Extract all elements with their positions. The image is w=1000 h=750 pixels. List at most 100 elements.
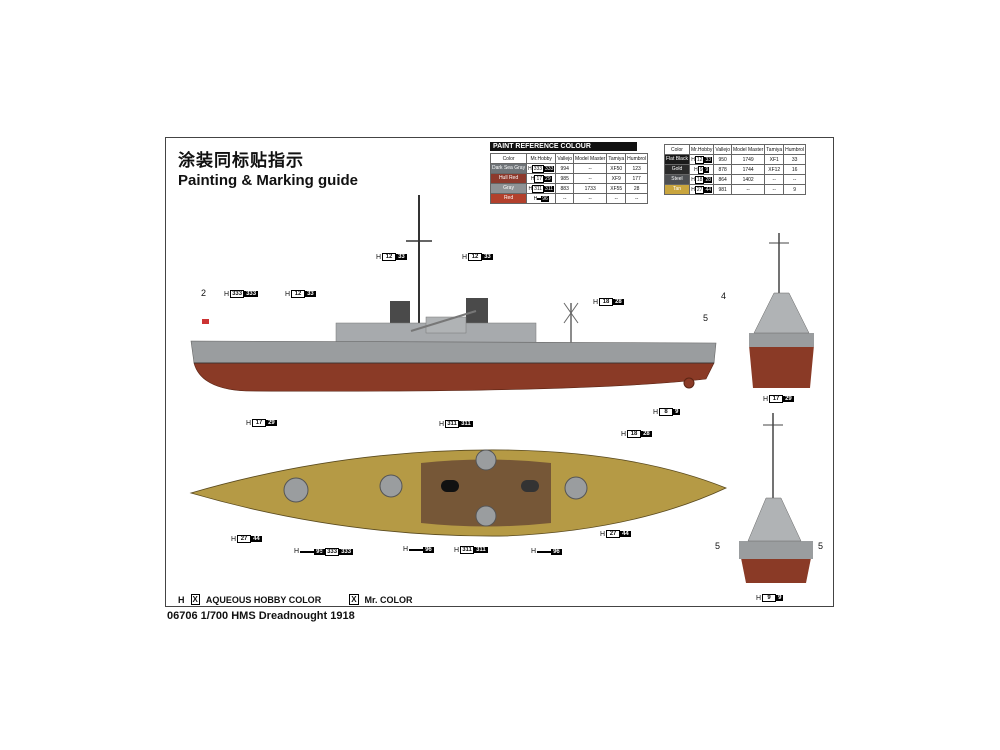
top-view-drawing — [189, 449, 728, 537]
paint-col-header: Humbrol — [783, 144, 807, 155]
paint-col-header: Mr.Hobby — [688, 144, 715, 155]
paint-col-header: Model Master — [573, 153, 608, 164]
paint-table-header: PAINT REFERENCE COLOUR — [490, 142, 637, 151]
paint-col-header: Tamiya — [764, 144, 785, 155]
paint-col-header: Color — [664, 144, 690, 155]
paint-cell-humbrol: 123 — [625, 163, 649, 174]
paint-cell-mm: 1733 — [573, 183, 608, 194]
paint-cell-humbrol: -- — [783, 174, 807, 185]
paint-cell-vallejo: 985 — [555, 173, 575, 184]
aqueous-code: H — [178, 594, 185, 605]
paint-cell-vallejo: 864 — [713, 174, 732, 185]
paint-cell-tamiya: XF1 — [764, 154, 785, 165]
paint-cell-tamiya: -- — [764, 184, 785, 195]
paint-col-header: Mr.Hobby — [526, 153, 557, 164]
paint-cell-humbrol: 28 — [625, 183, 649, 194]
paint-cell-humbrol: -- — [625, 193, 649, 204]
paint-cell-humbrol: 16 — [783, 164, 807, 175]
rear-view-drawing — [739, 413, 813, 583]
paint-cell-mm: 1749 — [730, 154, 766, 165]
paint-cell-humbrol: 33 — [783, 154, 807, 165]
paint-cell-tamiya: -- — [764, 174, 785, 185]
paint-cell-vallejo: 883 — [555, 183, 575, 194]
color-swatch: Gold — [664, 164, 690, 175]
front-view-drawing — [749, 233, 814, 388]
paint-cell-tamiya: XF55 — [606, 183, 627, 194]
aqueous-box: X — [190, 594, 200, 605]
paint-cell-tamiya: XF9 — [606, 173, 627, 184]
paint-cell-mm: 1744 — [730, 164, 766, 175]
title-english: Painting & Marking guide — [178, 172, 359, 189]
title-chinese: 涂装同标贴指示 — [178, 151, 304, 171]
paint-cell-tamiya: XF50 — [606, 163, 627, 174]
paint-col-header: Tamiya — [606, 153, 627, 164]
paint-cell-humbrol: 9 — [783, 184, 807, 195]
paint-col-header: Color — [489, 153, 528, 164]
color-swatch: Dark Sea Gray — [489, 163, 528, 174]
color-swatch: Hull Red — [489, 173, 528, 184]
mr-color-box: X — [349, 594, 359, 605]
paint-col-header: Vallejo — [555, 153, 575, 164]
instruction-sheet: 涂装同标贴指示 Painting & Marking guide PAINT R… — [165, 137, 834, 607]
aqueous-label: AQUEOUS HOBBY COLOR — [205, 594, 322, 605]
paint-col-header: Vallejo — [713, 144, 732, 155]
paint-cell-vallejo: 994 — [555, 163, 575, 174]
paint-cell-mm: -- — [573, 163, 608, 174]
product-footer: 06706 1/700 HMS Dreadnought 1918 — [167, 610, 355, 622]
paint-cell-mm: -- — [730, 184, 766, 195]
color-swatch: Gray — [489, 183, 528, 194]
color-swatch: Steel — [664, 174, 690, 185]
paint-col-header: Model Master — [730, 144, 766, 155]
callout-5-right: 5 — [818, 541, 824, 551]
side-profile-drawing — [190, 195, 717, 392]
paint-cell-vallejo: 950 — [713, 154, 732, 165]
paint-cell-mm: -- — [573, 173, 608, 184]
callout-2: 2 — [201, 288, 207, 298]
paint-cell-vallejo: 878 — [713, 164, 732, 175]
color-swatch: Flat Black — [664, 154, 690, 165]
paint-cell-mm: 1402 — [730, 174, 766, 185]
callout-5-left: 5 — [715, 541, 721, 551]
paint-cell-mm: -- — [573, 193, 608, 204]
callout-5: 5 — [703, 313, 709, 323]
paint-cell-tamiya: XF12 — [764, 164, 785, 175]
paint-col-header: Humbrol — [625, 153, 649, 164]
